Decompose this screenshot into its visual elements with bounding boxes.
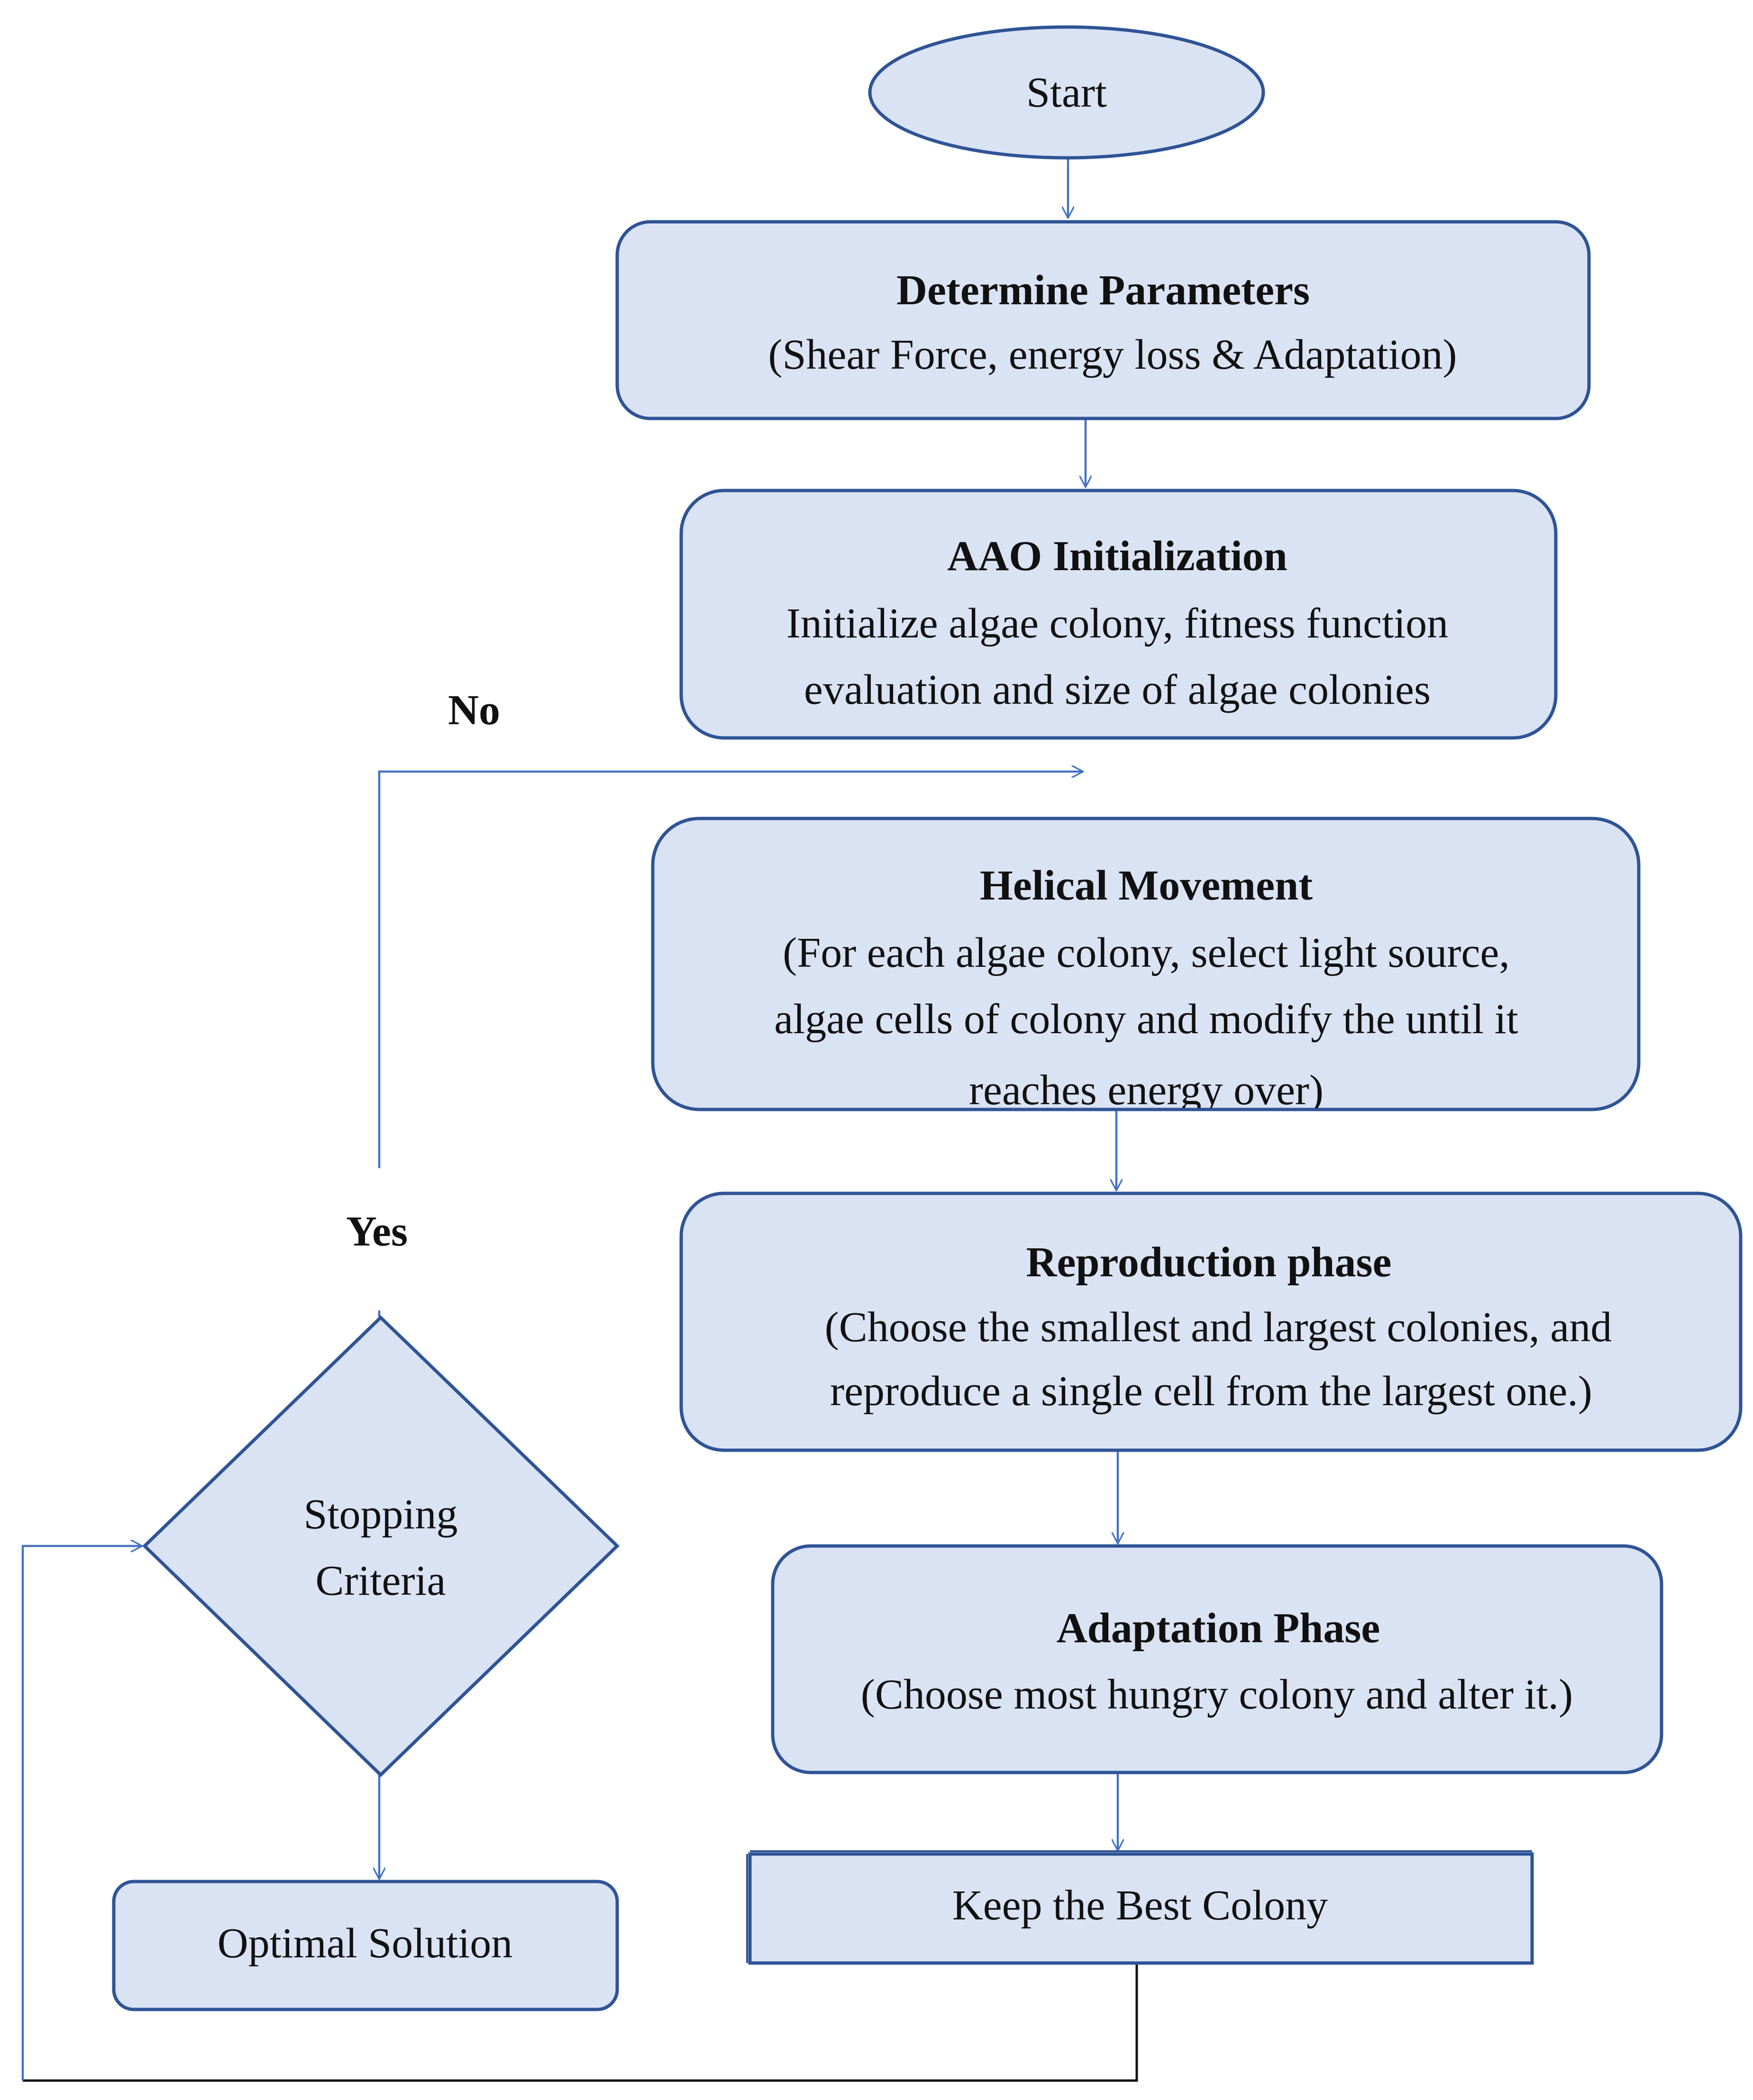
helical-line1: (For each algae colony, select light sou… [783, 929, 1510, 976]
aao-line1: Initialize algae colony, fitness functio… [786, 600, 1448, 647]
arrow-no-loop [378, 772, 1083, 1168]
feedback-line-black [23, 1963, 1138, 2082]
stopping-line1: Stopping [303, 1491, 457, 1538]
stopping-line2: Criteria [316, 1557, 446, 1604]
arrow-feedback-to-stopping [21, 1546, 142, 2081]
optimal-label: Optimal Solution [218, 1920, 513, 1967]
connectors [21, 158, 1138, 2082]
keep-label: Keep the Best Colony [952, 1882, 1328, 1929]
determine-title: Determine Parameters [896, 267, 1310, 314]
helical-movement-node: Helical Movement (For each algae colony,… [651, 817, 1641, 1114]
aao-title: AAO Initialization [947, 533, 1287, 580]
start-label: Start [1026, 69, 1107, 116]
reproduction-title: Reproduction phase [1026, 1239, 1392, 1286]
aao-line2: evaluation and size of algae colonies [804, 666, 1431, 713]
start-node: Start [868, 25, 1265, 160]
helical-line2: algae cells of colony and modify the unt… [774, 996, 1518, 1043]
aao-initialization-node: AAO Initialization Initialize algae colo… [679, 489, 1558, 740]
adaptation-line1: (Choose most hungry colony and alter it.… [861, 1671, 1573, 1718]
adaptation-phase-node: Adaptation Phase (Choose most hungry col… [771, 1544, 1663, 1774]
reproduction-phase-node: Reproduction phase (Choose the smallest … [679, 1191, 1743, 1452]
helical-title: Helical Movement [980, 862, 1313, 909]
adaptation-title: Adaptation Phase [1057, 1605, 1380, 1652]
keep-best-colony-node: Keep the Best Colony [746, 1850, 1534, 1965]
helical-line3: reaches energy over) [969, 1067, 1324, 1114]
stopping-criteria-node: Stopping Criteria [142, 1315, 620, 1777]
determine-line1: (Shear Force, energy loss & Adaptation) [768, 331, 1457, 378]
determine-parameters-node: Determine Parameters (Shear Force, energ… [615, 220, 1591, 420]
optimal-solution-node: Optimal Solution [112, 1880, 619, 2011]
reproduction-line2: reproduce a single cell from the largest… [830, 1368, 1592, 1415]
yes-label: Yes [346, 1208, 408, 1255]
no-label: No [448, 687, 500, 734]
reproduction-line1: (Choose the smallest and largest colonie… [825, 1304, 1612, 1351]
